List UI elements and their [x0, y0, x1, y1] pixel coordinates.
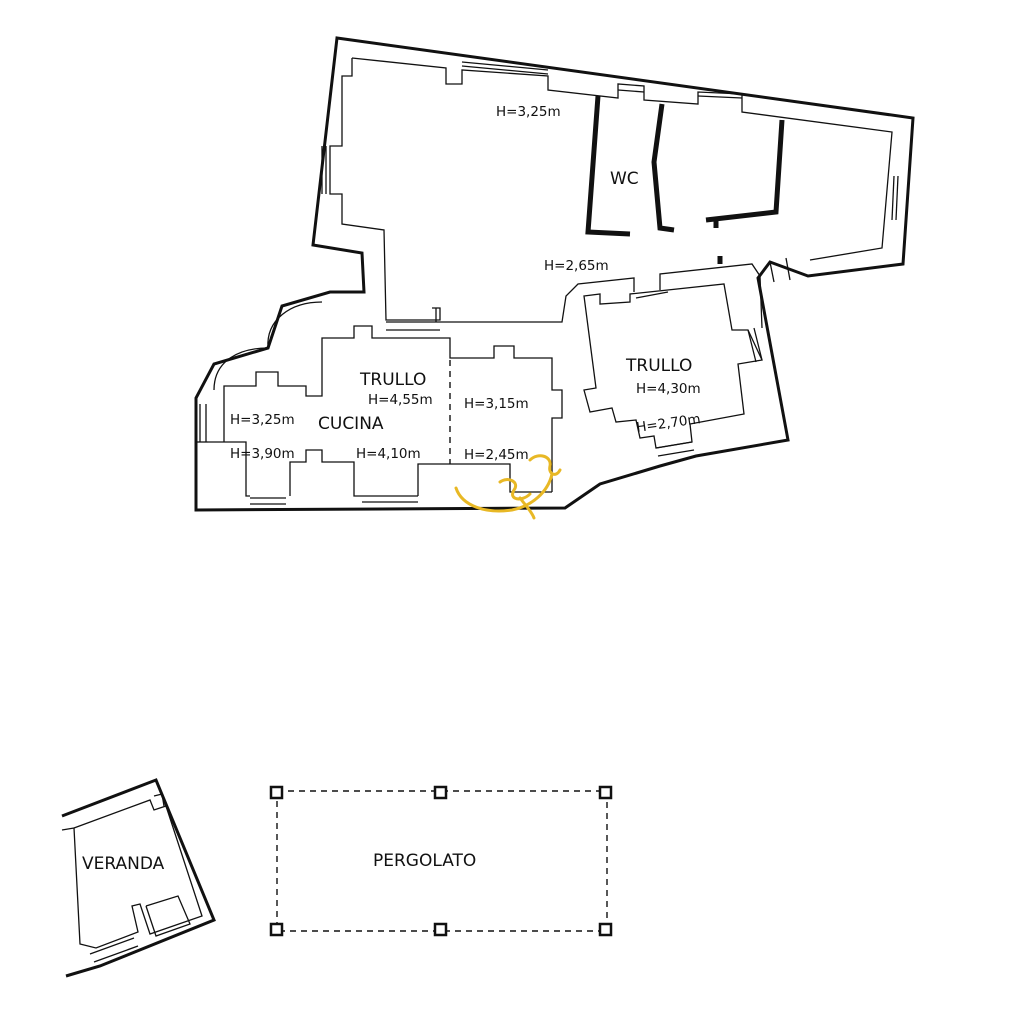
wc-walls: [585, 95, 785, 264]
height-label-mid-lower: H=2,45m: [464, 447, 529, 463]
height-label-mid-upper: H=3,15m: [464, 396, 529, 412]
veranda: [61, 778, 216, 978]
pergola-post: [269, 785, 284, 800]
room-label-cucina: CUCINA: [318, 414, 384, 434]
window-markers: [199, 61, 899, 505]
pergola-post: [433, 922, 448, 937]
pergola-post: [269, 922, 284, 937]
room-label-wc: WC: [610, 169, 639, 189]
pergola-post: [598, 922, 613, 937]
apse-walls: [213, 301, 323, 391]
pergola-post: [598, 785, 613, 800]
room-label-pergolato: PERGOLATO: [373, 851, 476, 871]
height-label-trullo-right: H=4,30m: [636, 381, 701, 397]
height-label-left-upper: H=3,25m: [230, 412, 295, 428]
height-label-trullo-right-lower: H=2,70m: [635, 411, 701, 436]
height-label-left-lower: H=3,90m: [230, 446, 295, 462]
room-label-trullo-left: TRULLO: [359, 370, 426, 390]
height-label-trullo-left: H=4,55m: [368, 392, 433, 408]
height-label-cucina-lower: H=4,10m: [356, 446, 421, 462]
interior-partitions: [196, 263, 763, 497]
height-label-top-hall: H=3,25m: [496, 104, 561, 120]
main-building-walls: [194, 36, 915, 512]
room-label-veranda: VERANDA: [82, 854, 165, 874]
pergolato: [269, 785, 613, 937]
gecko-logo-icon: [454, 454, 562, 520]
room-label-trullo-right: TRULLO: [625, 356, 692, 376]
height-label-corridor: H=2,65m: [544, 258, 609, 274]
pergola-post: [433, 785, 448, 800]
